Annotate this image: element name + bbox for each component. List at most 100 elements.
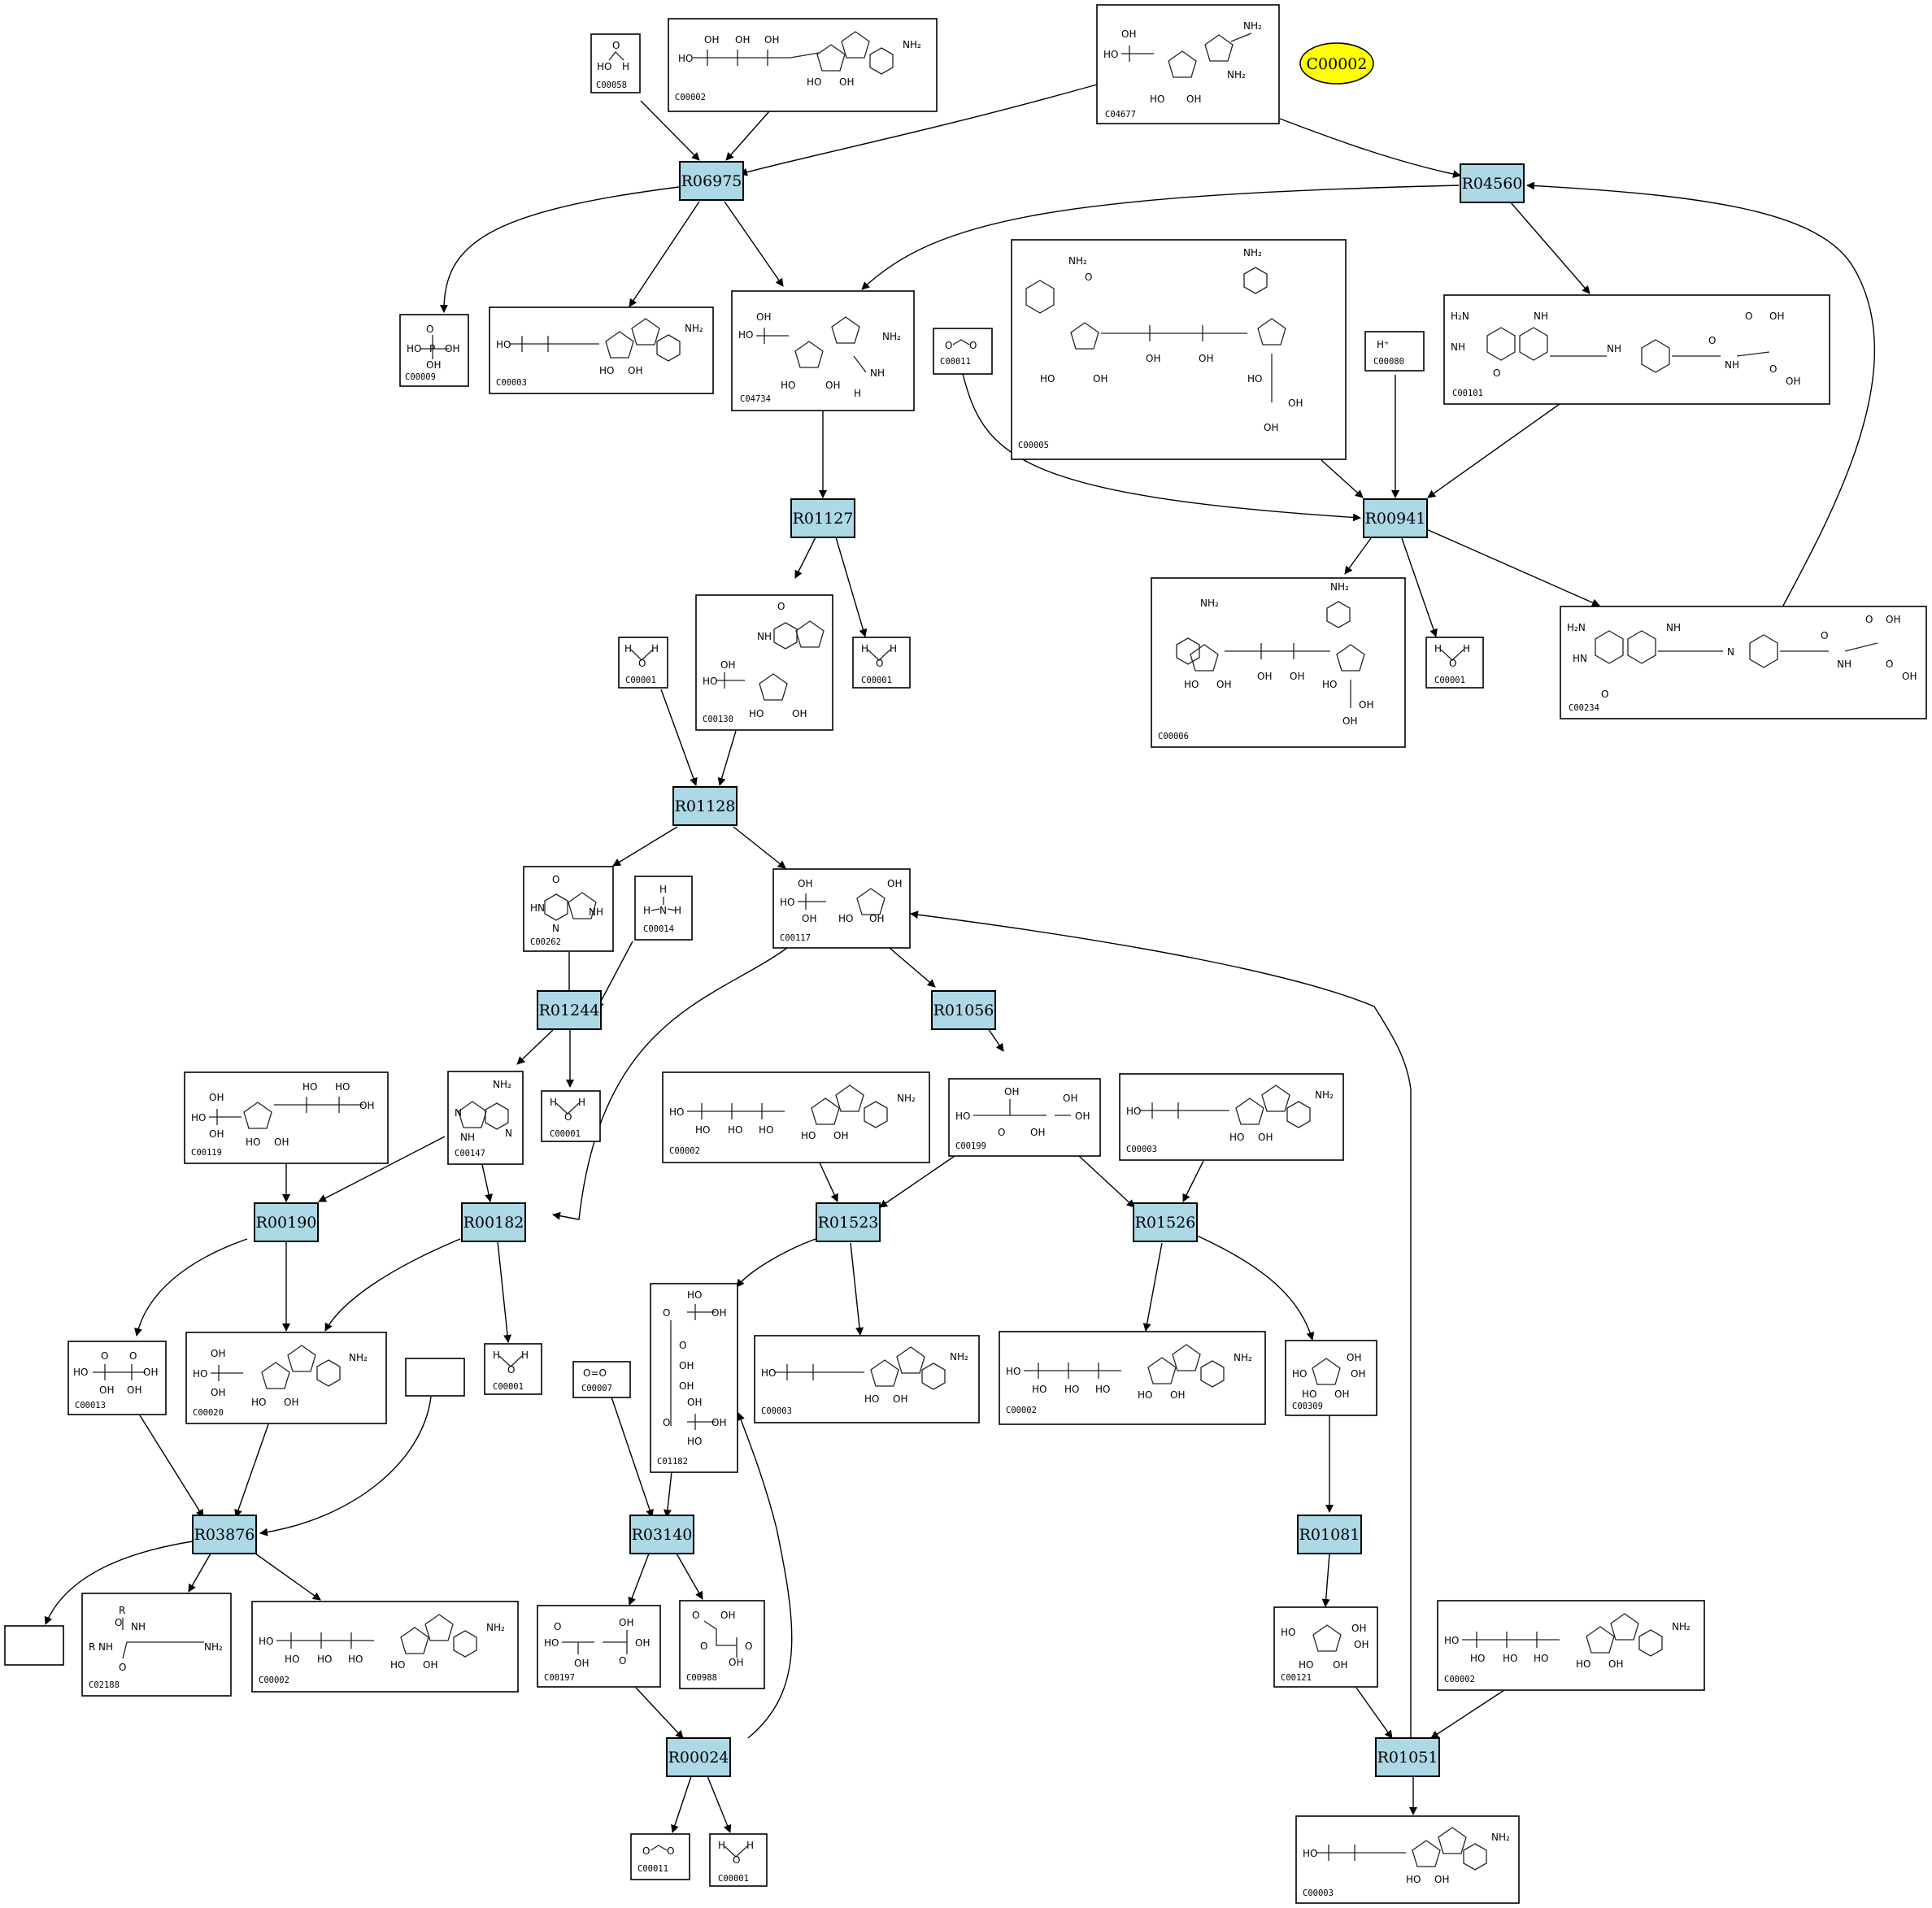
svg-text:HO: HO [749,708,764,719]
reaction-r01523[interactable]: R01523 [816,1202,881,1242]
edge [134,1238,248,1336]
edge [1430,1689,1505,1739]
reaction-r03876[interactable]: R03876 [192,1515,257,1554]
svg-text:NH₂: NH₂ [1315,1089,1334,1101]
compound-id: C02188 [89,1680,120,1690]
svg-text:OH: OH [764,34,779,46]
svg-text:HO: HO [599,365,614,376]
svg-text:H: H [1463,643,1470,654]
compound-c00080[interactable]: H⁺ C00080 [1364,331,1425,372]
reaction-r00190[interactable]: R00190 [254,1202,319,1242]
reaction-r01056[interactable]: R01056 [931,990,996,1030]
reaction-r01051[interactable]: R01051 [1375,1737,1440,1777]
svg-text:H: H [861,643,868,654]
reaction-r03140[interactable]: R03140 [629,1515,694,1554]
structure-drawing: HOH [1434,643,1470,669]
svg-text:H: H [746,1840,754,1851]
reaction-r04560[interactable]: R04560 [1460,163,1525,203]
reaction-r01244[interactable]: R01244 [537,990,602,1030]
reaction-r00941[interactable]: R00941 [1363,498,1428,538]
svg-text:HO: HO [1281,1627,1295,1638]
svg-text:OH: OH [792,708,807,719]
reaction-label: R00182 [463,1214,524,1232]
compound-unlabeled[interactable] [405,1358,465,1397]
compound-c00001[interactable]: HOH C00001 [618,637,668,689]
reaction-r01128[interactable]: R01128 [672,786,738,826]
structure-drawing: HOH [493,1350,529,1376]
reaction-label: R01051 [1377,1749,1438,1767]
svg-text:OH: OH [1347,1352,1361,1363]
edge [640,100,700,161]
svg-text:OH: OH [1434,1874,1449,1885]
svg-text:O: O [1745,311,1752,322]
svg-text:OH: OH [1199,353,1213,364]
reaction-r01127[interactable]: R01127 [790,498,855,538]
svg-text:OH: OH [887,878,902,889]
compound-c00007[interactable]: O=O C00007 [572,1361,631,1398]
reaction-r01526[interactable]: R01526 [1133,1202,1198,1242]
reaction-r01081[interactable]: R01081 [1297,1515,1362,1554]
svg-text:HO: HO [838,913,853,924]
highlighted-compound[interactable]: C00002 [1299,42,1374,85]
edge [324,1238,461,1332]
reaction-r06975[interactable]: R06975 [679,161,744,201]
svg-text:O: O [426,324,433,335]
compound-c00001-f[interactable]: HOH C00001 [709,1833,768,1887]
svg-text:OH: OH [833,1130,848,1141]
compound-id: C00001 [1434,676,1465,685]
svg-text:OH: OH [839,76,854,88]
compound-c00001-c[interactable]: HOH C00001 [1425,637,1484,689]
svg-text:HO: HO [1470,1653,1485,1664]
edge [603,1375,654,1518]
compound-c00001-e[interactable]: HOH C00001 [484,1343,542,1395]
reaction-r00024[interactable]: R00024 [666,1737,731,1777]
compound-unlabeled-2[interactable] [4,1625,64,1666]
svg-text:H: H [1434,643,1442,654]
compound-c00001-d[interactable]: HOH C00001 [541,1090,601,1142]
compound-c00001-b[interactable]: HOH C00001 [852,637,911,689]
structure-drawing: H⁺ [1377,339,1389,350]
compound-id: C00234 [1569,703,1599,713]
svg-text:HO: HO [496,339,511,350]
compound-id: C00080 [1373,357,1404,367]
reaction-r00182[interactable]: R00182 [461,1202,526,1242]
